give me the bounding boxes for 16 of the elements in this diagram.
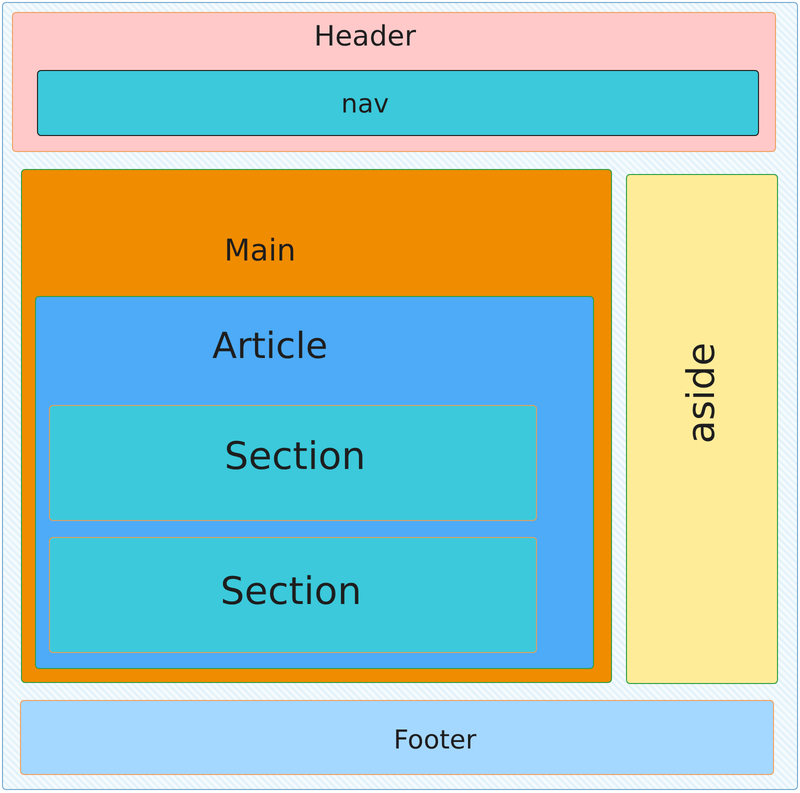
- box-label: Section: [224, 436, 366, 478]
- nav-box: [37, 70, 759, 136]
- header-box: [12, 12, 776, 152]
- footer-box: [20, 700, 774, 775]
- main-box: [21, 169, 612, 683]
- section-box: [49, 405, 537, 521]
- aside-box: [626, 174, 778, 684]
- box-label: Main: [224, 234, 296, 268]
- box-label: Footer: [394, 726, 476, 756]
- box-label: Article: [212, 327, 328, 367]
- box-label: aside: [681, 342, 723, 444]
- section-box: [49, 537, 537, 653]
- box-label: Header: [314, 22, 416, 52]
- box-label: Section: [220, 571, 362, 613]
- article-box: [35, 296, 594, 669]
- box-label: nav: [341, 90, 389, 120]
